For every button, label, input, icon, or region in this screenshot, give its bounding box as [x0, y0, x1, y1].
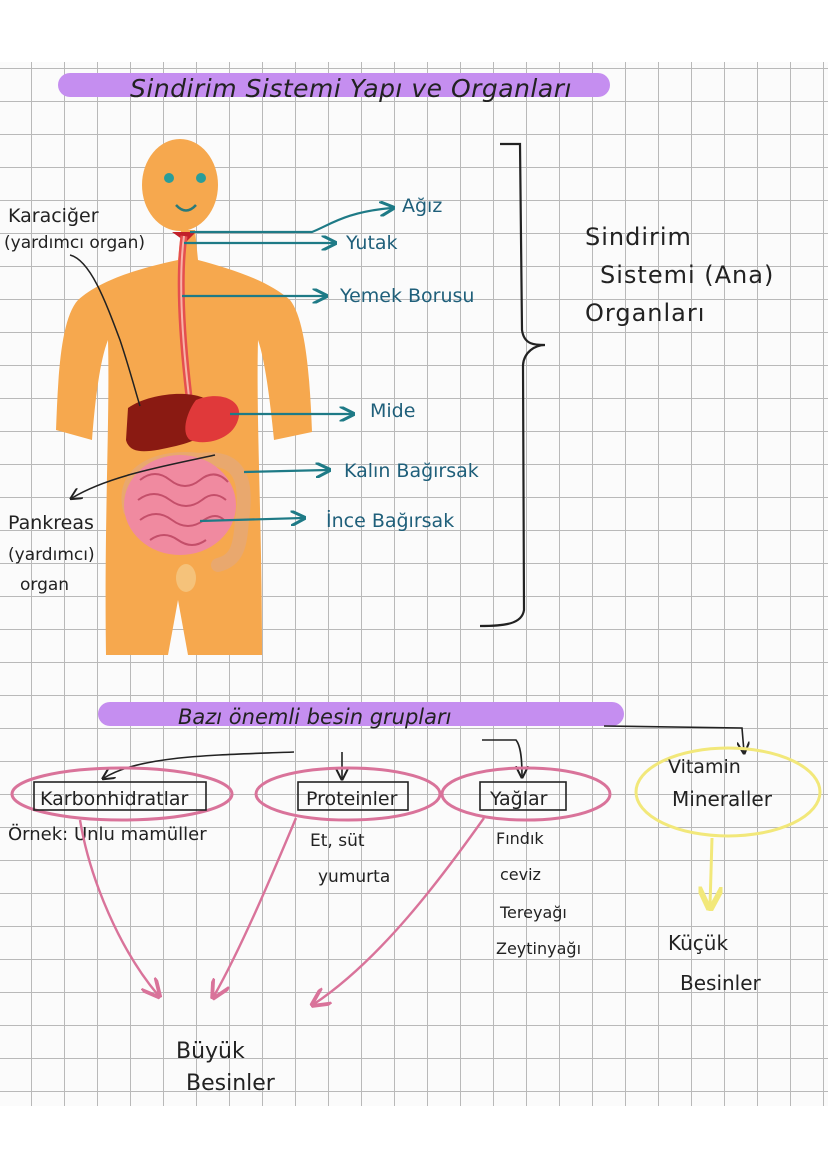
vitamin-label: Vitamin: [668, 756, 741, 778]
yemek-borusu-label: Yemek Borusu: [339, 285, 474, 307]
yag-box: [479, 781, 567, 811]
karbon-label: Karbonhidratlar: [40, 788, 189, 810]
grid-paper: [0, 62, 828, 1106]
system-line1: Sindirim: [585, 223, 692, 251]
karaciger-label: Karaciğer: [8, 205, 99, 227]
ince-bagirsak-arrow: [199, 518, 303, 521]
buyuk-line2: Besinler: [186, 1071, 276, 1096]
page-title: Sindirim Sistemi Yapı ve Organları: [130, 74, 572, 103]
arrow-to-karbon: [104, 751, 295, 778]
agiz-label: Ağız: [402, 195, 442, 217]
protein-example-2: yumurta: [318, 867, 390, 887]
vitamin-to-kucuk-arrow: [710, 837, 712, 906]
ince-bagirsak-label: İnce Bağırsak: [326, 509, 454, 532]
karaciger-sub: (yardımcı organ): [4, 233, 145, 253]
curly-brace: [479, 142, 546, 628]
groups-highlight: [98, 702, 624, 726]
kucuk-line2: Besinler: [680, 971, 762, 995]
system-line3: Organları: [585, 299, 705, 327]
yag-example-1: Fındık: [496, 829, 544, 848]
protein-box: [297, 781, 409, 811]
yag-example-2: ceviz: [500, 865, 541, 884]
kucuk-line1: Küçük: [668, 931, 728, 955]
karbon-oval: [10, 766, 234, 822]
karbon-to-buyuk-arrow: [78, 819, 158, 995]
yag-label: Yağlar: [489, 788, 548, 810]
mide-label: Mide: [370, 400, 415, 422]
yag-to-buyuk-arrow: [314, 817, 485, 1004]
karbon-box: [33, 781, 207, 811]
kalin-bagirsak-label: Kalın Bağırsak: [344, 460, 479, 482]
yag-oval: [440, 766, 612, 822]
kalin-bagirsak-arrow: [243, 470, 328, 472]
karbon-example: Örnek: Unlu mamüller: [8, 823, 207, 845]
agiz-arrow: [190, 208, 392, 234]
title-highlight: [58, 73, 610, 97]
yutak-label: Yutak: [345, 232, 398, 254]
pankreas-pointer: [72, 454, 216, 498]
yag-example-3: Tereyağı: [499, 903, 567, 922]
buyuk-line1: Büyük: [176, 1039, 245, 1064]
protein-to-buyuk-arrow: [214, 817, 298, 996]
yag-example-4: Zeytinyağı: [496, 939, 581, 958]
karaciger-pointer: [69, 254, 141, 407]
arrow-to-yag: [482, 739, 522, 776]
system-line2: Sistemi (Ana): [600, 261, 774, 289]
mineraller-label: Mineraller: [672, 787, 773, 811]
vitamin-oval: [634, 746, 822, 838]
protein-label: Proteinler: [306, 788, 398, 810]
arrow-to-vitamin: [603, 725, 744, 752]
pankreas-label: Pankreas: [8, 512, 94, 534]
groups-title: Bazı önemli besin grupları: [178, 705, 451, 729]
protein-oval: [254, 766, 442, 822]
pankreas-sub2: organ: [20, 575, 69, 595]
protein-example-1: Et, süt: [310, 831, 365, 851]
pankreas-sub: (yardımcı): [8, 545, 95, 565]
